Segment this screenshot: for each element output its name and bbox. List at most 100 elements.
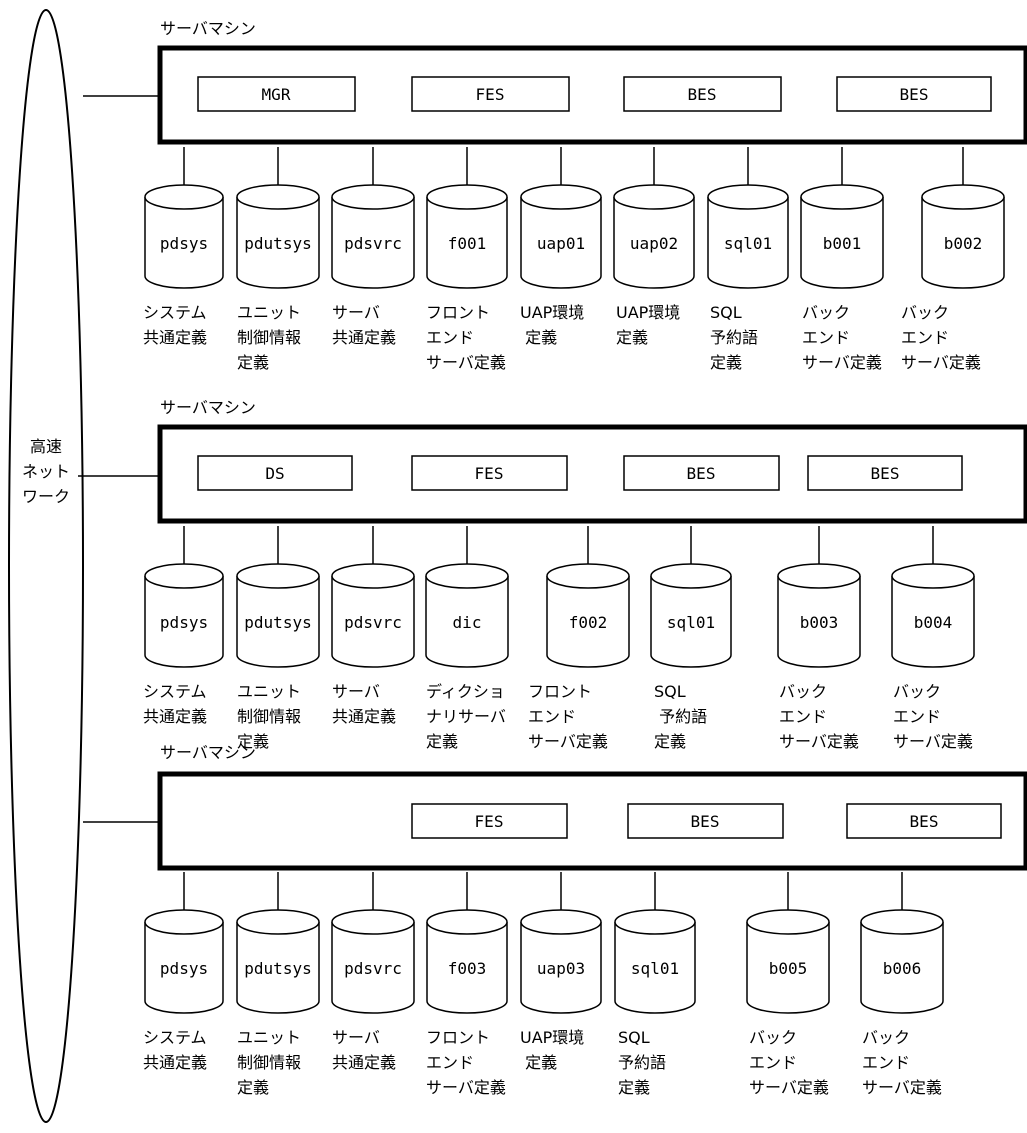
unit-box: FES [411,803,568,839]
disk-label: uap03 [537,959,585,978]
svg-text:バック: バック [749,1028,797,1047]
disk-cylinder: dic ディクショ ナリサーバ 定義 [425,526,509,751]
svg-text:共通定義: 共通定義 [143,1053,207,1072]
disk-caption: システム 共通定義 [143,682,207,726]
disk-cylinder: b002 バック エンド サーバ定義 [901,147,1005,372]
server-machine-2: サーバマシン DS FES BES BES pdsys システム 共通定義 [143,398,1027,751]
svg-text:定義: 定義 [710,353,742,372]
disk-label: f002 [569,613,608,632]
svg-text:システム: システム [143,682,207,701]
disk-cylinder: pdsys システム 共通定義 [143,526,224,726]
disk-label: b003 [800,613,839,632]
svg-text:サーバ: サーバ [332,1028,380,1047]
svg-text:BES: BES [900,85,929,104]
disk-cylinder: sql01 SQL 予約語 定義 [707,147,789,372]
svg-text:共通定義: 共通定義 [143,707,207,726]
svg-text:定義: 定義 [616,328,648,347]
server-title: サーバマシン [160,398,256,417]
disk-caption: フロント エンド サーバ定義 [426,1028,506,1097]
svg-text:システム: システム [143,303,207,322]
svg-text:定義: 定義 [654,732,686,751]
svg-text:ユニット: ユニット [237,1028,301,1047]
server-title: サーバマシン [160,743,256,762]
disk-cylinder: b001 バック エンド サーバ定義 [800,147,884,372]
disk-label: pdsvrc [344,613,402,632]
svg-text:制御情報: 制御情報 [237,328,301,347]
network-label-line2: ネット [22,462,70,481]
disk-cylinder: b005 バック エンド サーバ定義 [746,872,830,1097]
svg-text:定義: 定義 [426,732,458,751]
svg-text:予約語: 予約語 [710,328,758,347]
svg-text:サーバ定義: サーバ定義 [893,732,973,751]
svg-text:DS: DS [265,464,284,483]
disk-label: uap02 [630,234,678,253]
svg-text:予約語: 予約語 [654,707,707,726]
disk-caption: SQL 予約語 定義 [710,303,758,372]
svg-text:エンド: エンド [779,707,827,726]
unit-box: BES [623,76,782,112]
svg-text:予約語: 予約語 [618,1053,666,1072]
unit-box: BES [623,455,780,491]
svg-text:SQL: SQL [654,682,686,701]
unit-box: BES [627,803,784,839]
svg-text:共通定義: 共通定義 [332,707,396,726]
unit-box: MGR [197,76,356,112]
svg-text:MGR: MGR [262,85,291,104]
svg-text:BES: BES [691,812,720,831]
disk-label: sql01 [667,613,715,632]
svg-text:BES: BES [688,85,717,104]
svg-text:定義: 定義 [237,353,269,372]
disk-label: b004 [914,613,953,632]
svg-text:SQL: SQL [618,1028,650,1047]
disk-cylinder: pdsvrc サーバ 共通定義 [331,526,415,726]
disk-caption: SQL 予約語 定義 [618,1028,666,1097]
disk-caption: ユニット 制御情報 定義 [237,682,301,751]
disk-label: pdsys [160,613,208,632]
svg-text:BES: BES [871,464,900,483]
svg-text:エンド: エンド [862,1053,910,1072]
disk-cylinder: uap03 UAP環境 定義 [520,872,602,1072]
svg-text:エンド: エンド [426,1053,474,1072]
svg-text:エンド: エンド [749,1053,797,1072]
disk-label: uap01 [537,234,585,253]
svg-text:SQL: SQL [710,303,742,322]
disk-cylinder: pdsys システム 共通定義 [143,147,224,347]
unit-box: BES [846,803,1002,839]
disk-cylinder: uap01 UAP環境 定義 [520,147,602,347]
svg-text:ユニット: ユニット [237,682,301,701]
unit-box: DS [197,455,353,491]
svg-text:FES: FES [475,464,504,483]
svg-text:バック: バック [802,303,850,322]
svg-text:サーバ: サーバ [332,303,380,322]
server-frame [157,45,1027,145]
disk-caption: SQL 予約語 定義 [654,682,707,751]
disk-caption: ユニット 制御情報 定義 [237,1028,301,1097]
disk-label: dic [453,613,482,632]
disk-caption: サーバ 共通定義 [332,303,396,347]
disk-caption: UAP環境 定義 [616,303,680,347]
disk-label: f003 [448,959,487,978]
disk-cylinder: b004 バック エンド サーバ定義 [891,526,975,751]
server-machine-3: サーバマシン FES BES BES pdsys システム 共通定義 [143,743,1027,1097]
svg-text:サーバ定義: サーバ定義 [426,353,506,372]
disk-cylinder: pdsvrc サーバ 共通定義 [331,872,415,1072]
svg-text:バック: バック [779,682,827,701]
svg-text:定義: 定義 [520,328,557,347]
svg-text:バック: バック [901,303,949,322]
svg-text:FES: FES [475,812,504,831]
svg-text:フロント: フロント [528,682,592,701]
svg-text:定義: 定義 [237,732,269,751]
svg-text:サーバ定義: サーバ定義 [528,732,608,751]
disk-cylinder: uap02 UAP環境 定義 [613,147,695,347]
unit-box: BES [836,76,992,112]
disk-label: pdsvrc [344,234,402,253]
disk-caption: バック エンド サーバ定義 [779,682,859,751]
disk-label: pdsys [160,234,208,253]
svg-text:エンド: エンド [901,328,949,347]
disk-caption: フロント エンド サーバ定義 [528,682,608,751]
svg-text:サーバ定義: サーバ定義 [779,732,859,751]
svg-text:制御情報: 制御情報 [237,1053,301,1072]
svg-text:エンド: エンド [893,707,941,726]
disk-cylinder: sql01 SQL 予約語 定義 [650,526,732,751]
disk-caption: ユニット 制御情報 定義 [237,303,301,372]
